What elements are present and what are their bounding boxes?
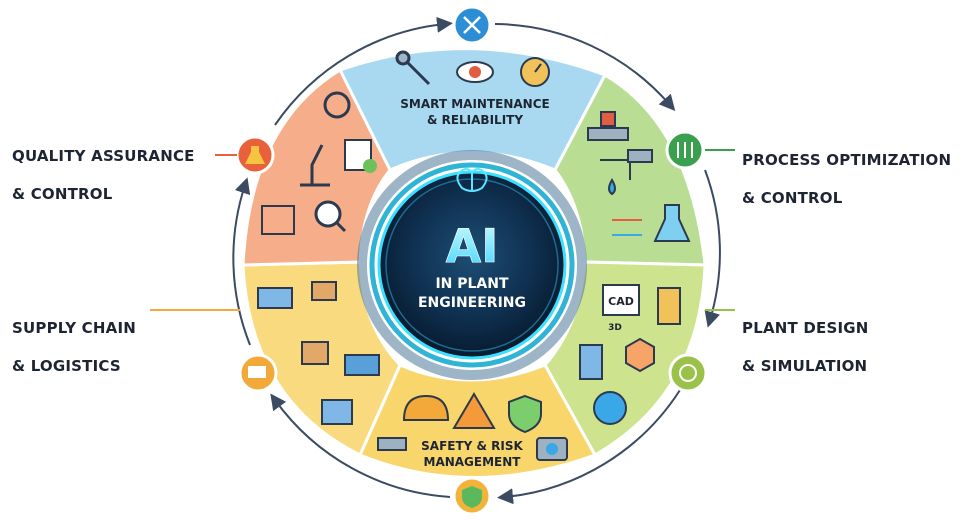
safety-caption-line1: SAFETY & RISK [421, 439, 523, 453]
design-label-line2: & SIMULATION [742, 357, 868, 375]
plant-design-label: PLANT DESIGN & SIMULATION [742, 300, 869, 395]
maintenance-caption: SMART MAINTENANCE & RELIABILITY [400, 97, 549, 127]
node-process [665, 130, 705, 170]
center-subtitle-line2: ENGINEERING [418, 295, 526, 311]
camera-icon [536, 437, 568, 461]
warehouse-icon [321, 399, 353, 425]
wrench-icon [395, 50, 431, 86]
inner-ring-glow [369, 162, 575, 368]
skyscraper-icon [579, 344, 603, 380]
node-maintenance [452, 5, 492, 45]
delivery-truck-icon [257, 287, 293, 309]
process-label-line2: & CONTROL [742, 189, 843, 207]
truck-icon [248, 366, 266, 378]
cad-label: CAD [608, 295, 634, 308]
node-design [668, 353, 708, 393]
building-icon [657, 287, 681, 325]
center-title: AI [446, 219, 499, 273]
cad-document-icon: CAD 3D [602, 284, 640, 333]
exchange-arrows-icon [612, 219, 642, 236]
three-d-label: 3D [608, 323, 622, 333]
wrench-screwdriver-icon [463, 16, 481, 34]
cog-icon [323, 91, 351, 119]
checklist-icon [344, 139, 377, 173]
label-connectors [150, 149, 735, 311]
supply-chain-label: SUPPLY CHAIN & LOGISTICS [12, 300, 136, 395]
conveyor-boxes-icon [311, 281, 337, 301]
shield-check-icon [462, 486, 482, 508]
supply-label-line1: SUPPLY CHAIN [12, 319, 136, 337]
node-safety [452, 476, 492, 516]
container-icon [344, 354, 380, 376]
design-label-line1: PLANT DESIGN [742, 319, 869, 337]
maintenance-caption-line1: SMART MAINTENANCE [400, 97, 549, 111]
valve-pipe-icon [587, 111, 629, 141]
flask-icon [245, 146, 265, 164]
supply-label-line2: & LOGISTICS [12, 357, 121, 375]
quality-label-line2: & CONTROL [12, 185, 113, 203]
cube-icon [625, 337, 655, 373]
node-supply [238, 353, 278, 393]
safety-caption-line2: MANAGEMENT [424, 455, 522, 469]
package-box-icon [301, 341, 329, 365]
safety-caption: SAFETY & RISK MANAGEMENT [421, 439, 523, 469]
outer-cycle-ring [232, 16, 721, 505]
warning-icon [452, 392, 496, 429]
sliders-icon [677, 142, 693, 158]
microscope-icon [300, 144, 330, 187]
flask-science-icon [653, 204, 691, 242]
brain-icon [456, 168, 488, 192]
globe-icon [593, 391, 627, 425]
globe-cube-icon [679, 364, 697, 382]
quality-assurance-label: QUALITY ASSURANCE & CONTROL [12, 128, 195, 223]
inner-ring-outer [357, 150, 587, 380]
node-quality [235, 135, 275, 175]
center-subtitle-line1: IN PLANT [435, 276, 509, 292]
process-optimization-label: PROCESS OPTIMIZATION & CONTROL [742, 132, 951, 227]
gauge-icon [520, 57, 550, 87]
process-label-line1: PROCESS OPTIMIZATION [742, 151, 952, 169]
test-tubes-icon [261, 205, 295, 235]
faucet-drop-icon [600, 149, 653, 196]
maintenance-caption-line2: & RELIABILITY [427, 113, 523, 127]
quality-label-line1: QUALITY ASSURANCE [12, 147, 195, 165]
security-camera-icon [377, 437, 407, 451]
magnifier-check-icon [314, 200, 347, 233]
center-hub: AI IN PLANT ENGINEERING [377, 168, 567, 360]
shield-check-small-icon [508, 394, 542, 434]
eye-icon [456, 61, 494, 83]
hard-hat-icon [402, 394, 450, 421]
